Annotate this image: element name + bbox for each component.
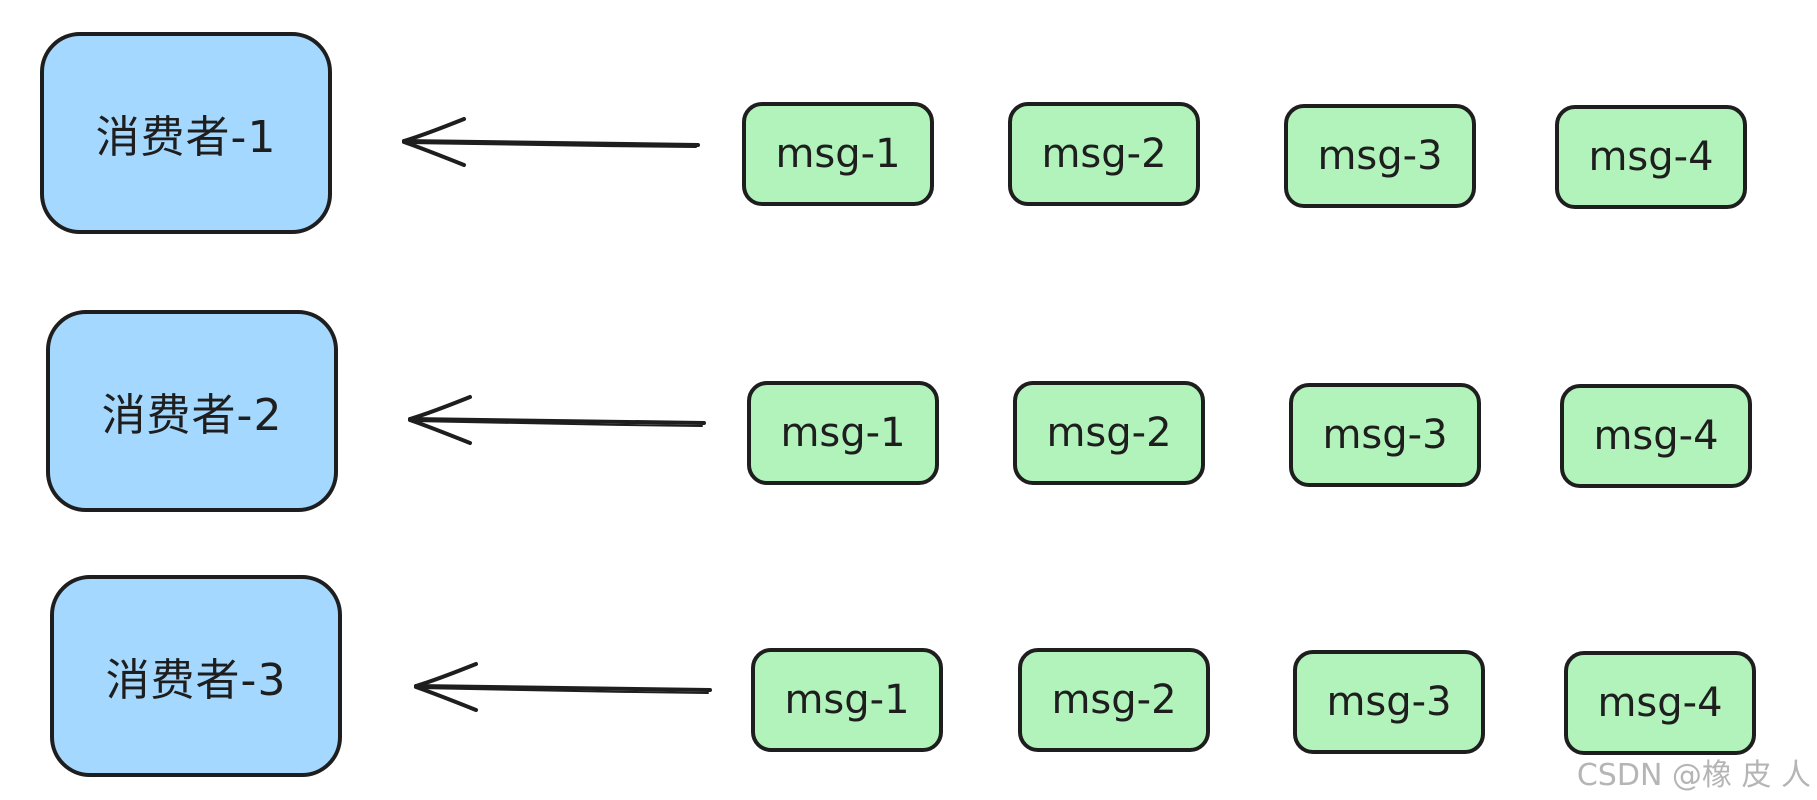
- arrow-left-icon: [406, 393, 706, 453]
- message-box: msg-4: [1560, 384, 1752, 488]
- message-box: msg-2: [1018, 648, 1210, 752]
- message-box: msg-1: [751, 648, 943, 752]
- message-box: msg-4: [1555, 105, 1747, 209]
- message-box: msg-3: [1284, 104, 1476, 208]
- consumer-box: 消费者-3: [50, 575, 342, 777]
- message-box: msg-3: [1289, 383, 1481, 487]
- arrow-left-icon: [412, 660, 712, 720]
- message-box: msg-2: [1008, 102, 1200, 206]
- message-box: msg-4: [1564, 651, 1756, 755]
- consumer-box: 消费者-1: [40, 32, 332, 234]
- message-box: msg-2: [1013, 381, 1205, 485]
- watermark: CSDN @橡 皮 人: [1576, 758, 1811, 793]
- arrow-left-icon: [400, 115, 700, 175]
- message-box: msg-1: [747, 381, 939, 485]
- message-box: msg-1: [742, 102, 934, 206]
- consumer-box: 消费者-2: [46, 310, 338, 512]
- message-box: msg-3: [1293, 650, 1485, 754]
